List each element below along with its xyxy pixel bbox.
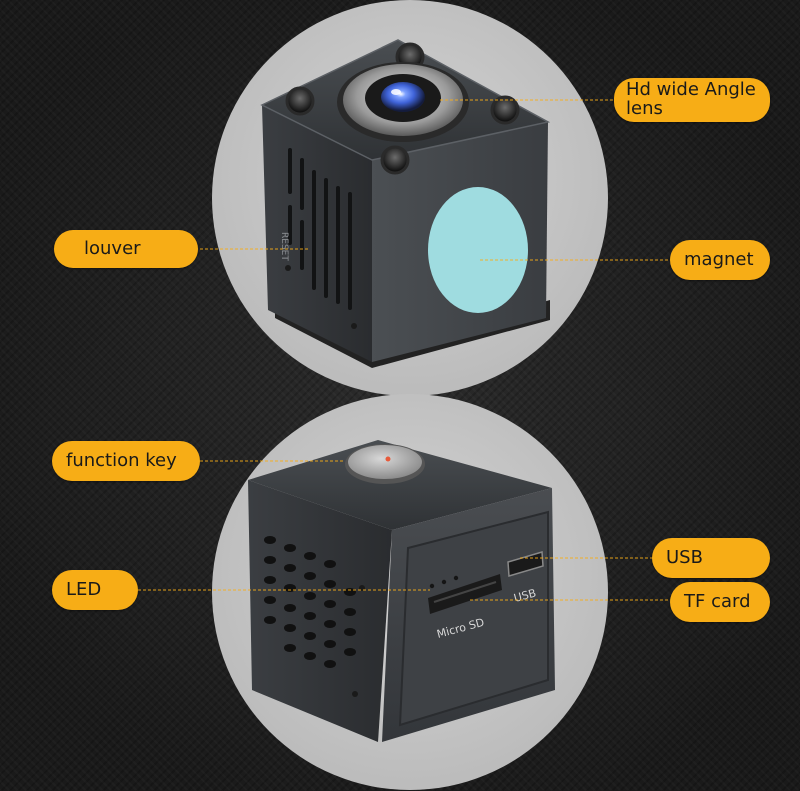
reset-print: RESET bbox=[279, 232, 289, 261]
callout-led-label: LED bbox=[52, 570, 138, 610]
sd-card-slot-icon bbox=[428, 574, 502, 614]
callout-louver-label: louver bbox=[54, 230, 198, 268]
led-indicator-icon bbox=[429, 575, 459, 589]
camera-cube-bottom: Micro SD USB bbox=[248, 440, 555, 742]
louver-vents bbox=[288, 148, 352, 310]
callout-tf-card-label: TF card bbox=[670, 582, 770, 622]
magnet-icon bbox=[428, 187, 528, 313]
callout-usb-label: USB bbox=[652, 538, 770, 578]
callout-lines bbox=[138, 99, 672, 601]
callout-function-key-label: function key bbox=[52, 441, 200, 481]
camera-lens-icon bbox=[337, 62, 469, 142]
callout-lens-label: Hd wide Angle lens bbox=[614, 78, 770, 122]
callout-magnet-label: magnet bbox=[670, 240, 770, 280]
side-vents bbox=[264, 536, 356, 668]
button-icon bbox=[345, 444, 425, 484]
camera-cube-top: RESET bbox=[260, 39, 551, 368]
usb-port-icon bbox=[507, 551, 544, 577]
